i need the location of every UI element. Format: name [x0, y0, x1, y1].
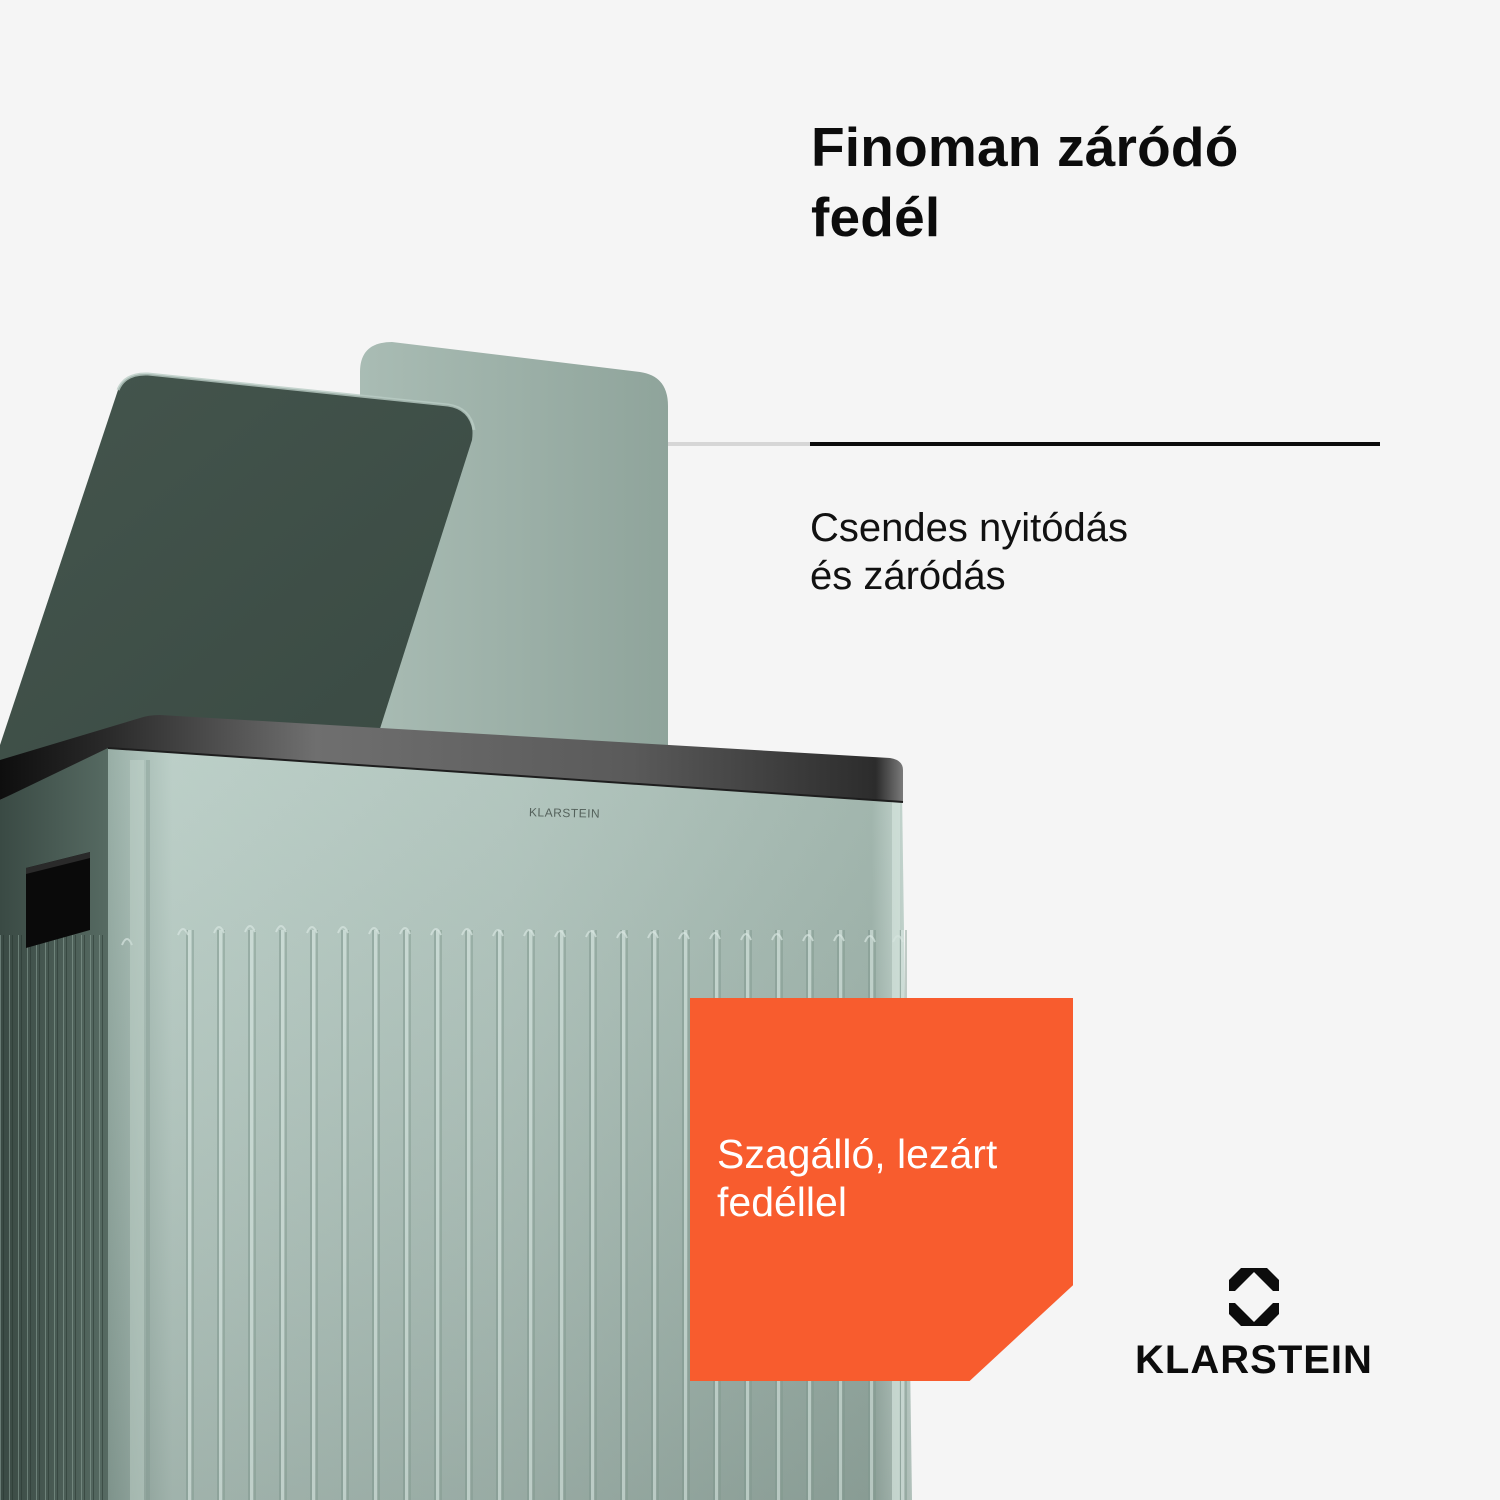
bin-top-rim: [0, 715, 903, 802]
brand-name: KLARSTEIN: [1135, 1338, 1373, 1382]
headline-line-2: fedél: [811, 186, 941, 248]
side-handle: [26, 852, 90, 948]
feature-badge: Szagálló, lezárt fedéllel: [690, 998, 1073, 1381]
front-lid: [0, 373, 473, 760]
octagon-diamond-logo-icon: [1229, 1268, 1279, 1326]
badge-line-1: Szagálló, lezárt: [717, 1131, 998, 1177]
headline-line-1: Finoman záródó: [811, 116, 1239, 178]
badge-line-2: fedéllel: [717, 1179, 847, 1225]
headline: Finoman záródó fedél: [811, 112, 1411, 252]
feature-line-1: Csendes nyitódás: [810, 506, 1128, 550]
feature-description: Csendes nyitódás és záródás: [810, 504, 1128, 600]
callout-line-dark: [810, 442, 1380, 446]
callout-line-light: [668, 442, 810, 446]
badge-text: Szagálló, lezárt fedéllel: [717, 1130, 997, 1226]
feature-line-2: és záródás: [810, 554, 1006, 598]
bin-engraved-logo: KLARSTEIN: [528, 805, 601, 821]
brand-logo: KLARSTEIN: [1126, 1266, 1382, 1382]
